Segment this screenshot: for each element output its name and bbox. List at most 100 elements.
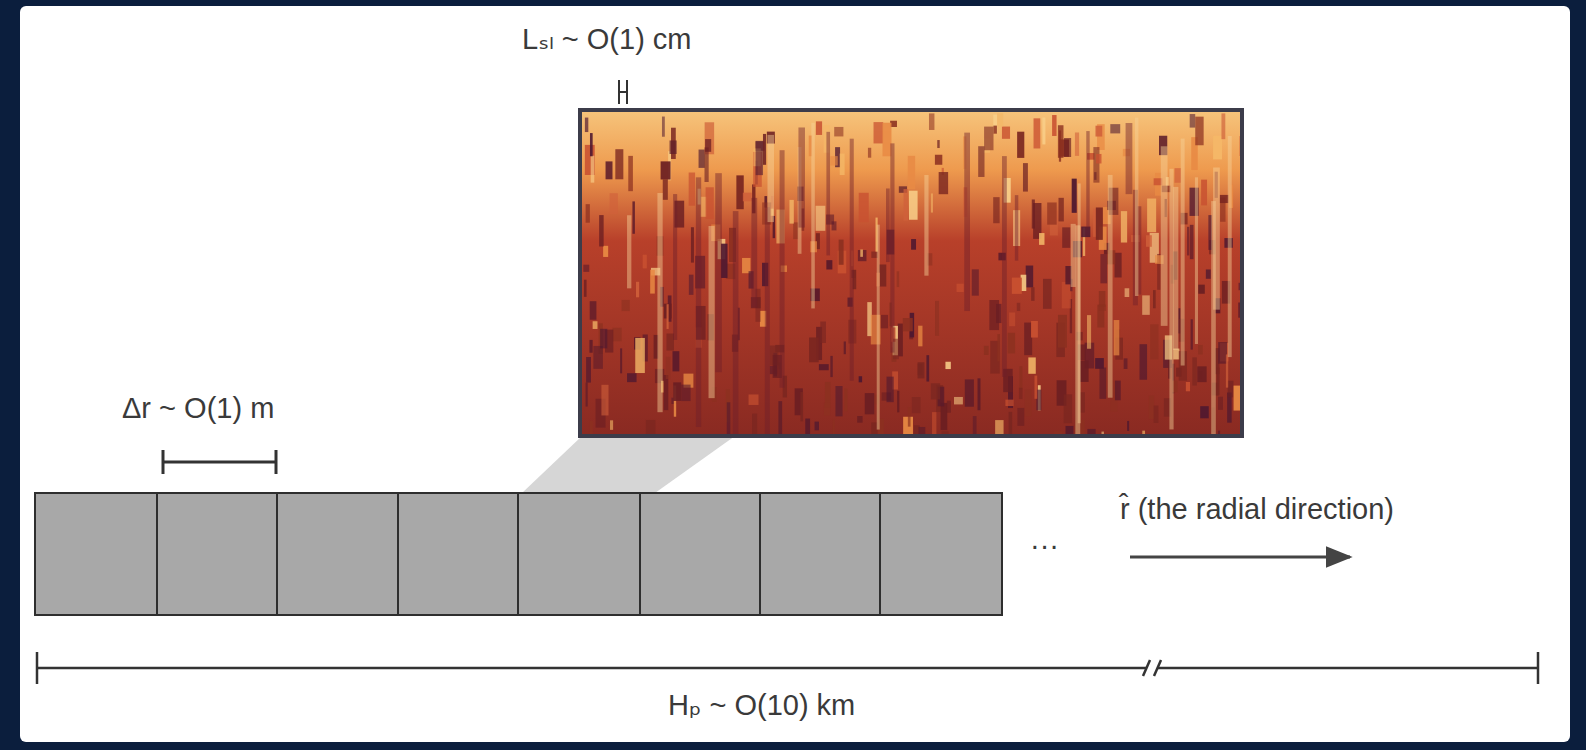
texture-mark bbox=[973, 416, 977, 434]
texture-mark bbox=[989, 300, 999, 330]
texture-mark bbox=[1100, 254, 1107, 283]
texture-mark bbox=[840, 154, 845, 175]
texture-mark bbox=[1191, 319, 1193, 349]
texture-mark bbox=[1220, 195, 1229, 203]
texture-mark bbox=[868, 148, 871, 158]
texture-mark bbox=[622, 300, 630, 311]
texture-mark bbox=[1062, 282, 1071, 308]
texture-mark bbox=[1142, 431, 1145, 434]
texture-streak bbox=[1126, 123, 1133, 194]
texture-mark bbox=[1173, 349, 1179, 360]
texture-mark bbox=[627, 373, 637, 382]
texture-mark bbox=[789, 200, 793, 224]
texture-mark bbox=[667, 304, 669, 329]
grid-cell bbox=[880, 493, 1002, 615]
grid-cell bbox=[277, 493, 398, 615]
texture-mark bbox=[586, 383, 588, 407]
texture-mark bbox=[628, 156, 633, 191]
grid-cell bbox=[35, 493, 157, 615]
texture-mark bbox=[601, 385, 608, 416]
texture-mark bbox=[993, 115, 997, 133]
texture-mark bbox=[1008, 333, 1015, 354]
texture-mark bbox=[918, 362, 925, 378]
texture-mark bbox=[673, 382, 681, 401]
texture-mark bbox=[859, 376, 862, 382]
texture-mark bbox=[1039, 233, 1044, 245]
texture-streak bbox=[780, 150, 785, 388]
texture-mark bbox=[918, 326, 922, 347]
texture-mark bbox=[1012, 278, 1022, 294]
texture-mark bbox=[664, 375, 669, 410]
texture-mark bbox=[1121, 211, 1127, 242]
texture-mark bbox=[839, 240, 844, 265]
texture-streak bbox=[1195, 177, 1198, 344]
texture-mark bbox=[1028, 357, 1035, 373]
texture-mark bbox=[903, 318, 913, 331]
texture-mark bbox=[672, 351, 679, 371]
texture-mark bbox=[1127, 421, 1129, 431]
texture-mark bbox=[646, 420, 656, 434]
texture-streak bbox=[1015, 195, 1018, 261]
texture-mark bbox=[670, 140, 677, 154]
texture-mark bbox=[585, 118, 588, 132]
texture-mark bbox=[805, 419, 810, 434]
texture-mark bbox=[661, 161, 671, 179]
texture-mark bbox=[586, 204, 590, 223]
texture-mark bbox=[1218, 431, 1220, 434]
texture-mark bbox=[1023, 163, 1028, 191]
texture-streak bbox=[715, 173, 722, 372]
texture-streak bbox=[1108, 175, 1113, 398]
scale-tick bbox=[619, 80, 627, 104]
texture-streak bbox=[657, 193, 662, 412]
texture-mark bbox=[1201, 180, 1207, 206]
texture-mark bbox=[935, 155, 942, 165]
texture-streak bbox=[696, 177, 701, 427]
texture-streak bbox=[1075, 225, 1080, 434]
texture-mark bbox=[1115, 381, 1121, 401]
texture-mark bbox=[865, 393, 875, 414]
grid-cells bbox=[35, 493, 1002, 615]
texture-mark bbox=[1005, 400, 1013, 406]
texture-streak bbox=[877, 225, 880, 430]
turbulence-texture bbox=[583, 113, 1240, 434]
texture-mark bbox=[931, 383, 940, 399]
texture-mark bbox=[590, 133, 593, 156]
texture-mark bbox=[1213, 136, 1222, 160]
texture-mark bbox=[650, 270, 655, 294]
texture-mark bbox=[1150, 324, 1158, 359]
texture-mark bbox=[705, 139, 711, 152]
texture-mark bbox=[1064, 138, 1071, 157]
texture-mark bbox=[584, 280, 587, 297]
texture-mark bbox=[663, 179, 668, 200]
texture-mark bbox=[752, 414, 757, 434]
texture-streak bbox=[765, 207, 770, 434]
texture-mark bbox=[1034, 376, 1037, 399]
texture-mark bbox=[886, 377, 893, 403]
texture-mark bbox=[1032, 199, 1035, 228]
texture-streak bbox=[850, 139, 854, 381]
zoom-wedge bbox=[522, 436, 735, 493]
texture-mark bbox=[908, 407, 911, 427]
texture-mark bbox=[610, 193, 618, 214]
texture-mark bbox=[756, 141, 763, 175]
texture-mark bbox=[586, 357, 591, 383]
texture-mark bbox=[897, 391, 899, 413]
texture-streak bbox=[767, 135, 774, 222]
texture-mark bbox=[1087, 429, 1095, 434]
texture-mark bbox=[1017, 303, 1020, 311]
texture-mark bbox=[1228, 381, 1234, 398]
texture-mark bbox=[984, 127, 993, 151]
texture-mark bbox=[1218, 397, 1223, 410]
texture-mark bbox=[883, 123, 892, 157]
texture-mark bbox=[1025, 390, 1032, 417]
texture-mark bbox=[1190, 114, 1196, 128]
texture-mark bbox=[1186, 382, 1190, 391]
texture-mark bbox=[830, 356, 832, 377]
texture-mark bbox=[939, 172, 948, 194]
texture-mark bbox=[830, 156, 837, 165]
texture-mark bbox=[911, 239, 916, 250]
texture-streak bbox=[733, 211, 739, 434]
texture-mark bbox=[904, 189, 909, 221]
texture-mark bbox=[1043, 279, 1052, 309]
texture-mark bbox=[1240, 136, 1241, 156]
